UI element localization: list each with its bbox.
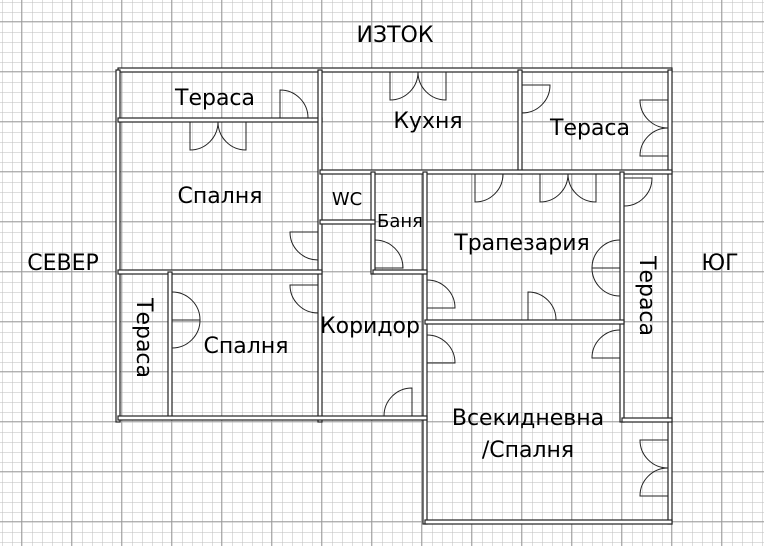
door-swing [426,334,456,364]
room-terrace-right: Тераса [634,255,659,336]
wall [117,269,323,275]
room-corridor: Коридор [320,314,420,339]
compass-south: ЮГ [701,251,738,276]
door-swing [623,177,653,207]
wall [117,415,428,421]
door-swing [521,84,551,114]
wall [319,219,376,225]
wall [317,69,323,423]
door-swing [539,173,597,203]
door-swing [474,173,504,203]
room-living-line1: Всекидневна [452,406,604,431]
wall [167,271,173,419]
room-living-line2: /Спалня [482,438,574,463]
wall [424,519,673,525]
door-swing [374,239,404,269]
wall [115,69,121,423]
room-wc: WC [332,189,362,210]
room-dining: Трапезария [453,231,589,256]
wall [319,169,673,175]
room-bedroom-top: Спалня [178,184,263,209]
door-swing [189,121,247,151]
door-swing [527,291,557,321]
room-kitchen: Кухня [393,109,462,134]
door-swing [389,71,447,101]
door-swing [591,239,621,297]
walls [115,67,673,525]
door-swing [289,284,319,314]
wall [424,319,625,325]
wall [372,269,428,275]
door-swing [289,231,319,261]
room-terrace-left: Тераса [131,297,156,378]
door-swing [383,387,413,417]
wall [117,67,673,73]
door-swing [279,89,309,119]
compass-north: СЕВЕР [27,251,99,276]
compass-east: ИЗТОК [357,23,434,48]
room-terrace-top-right: Тераса [549,116,630,141]
door-swing [171,291,201,349]
room-terrace-top-left: Тераса [174,86,255,111]
door-swing [639,99,669,157]
door-swing [426,279,456,309]
room-bathroom: Баня [377,211,423,232]
door-swing [591,329,621,359]
wall [621,417,673,423]
room-bedroom-bottom: Спалня [204,334,289,359]
wall [667,69,673,525]
wall [619,171,625,423]
doors [171,71,669,497]
wall [117,117,323,123]
wall [422,171,428,525]
door-swing [639,439,669,497]
wall [517,69,523,175]
